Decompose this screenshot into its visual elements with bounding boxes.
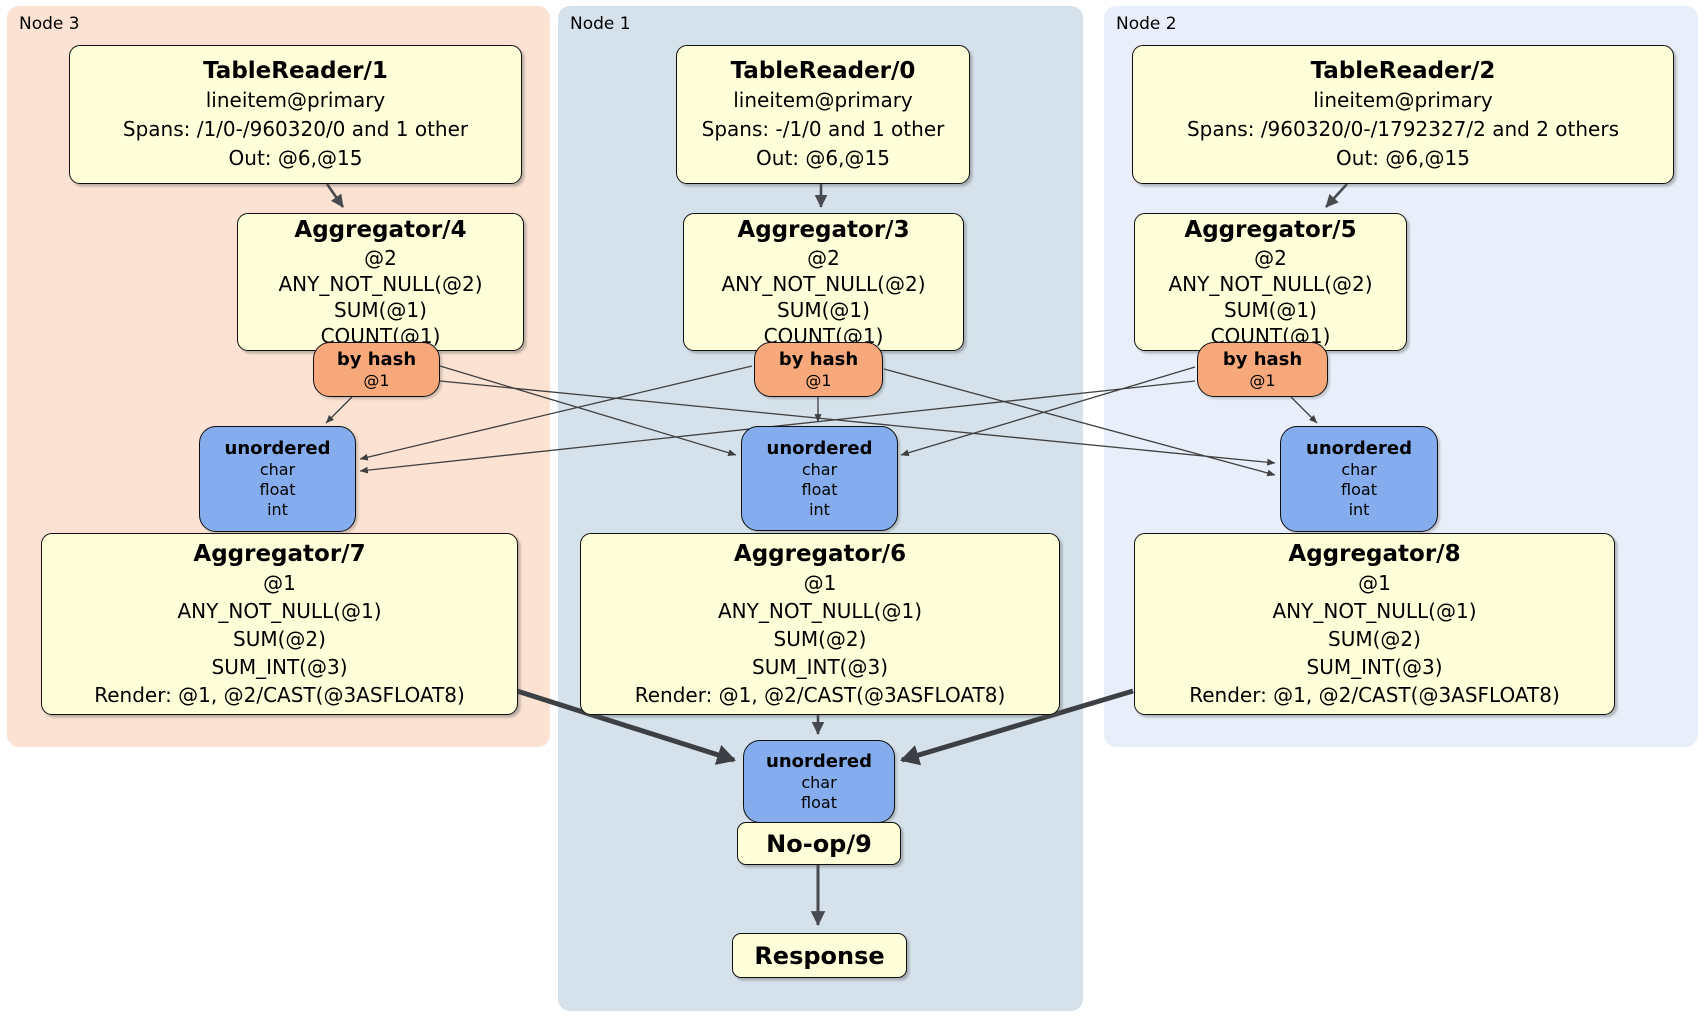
sync-line: int [267, 500, 288, 519]
router-title: by hash [778, 348, 859, 370]
box-line: ANY_NOT_NULL(@1) [1272, 599, 1477, 623]
router-line: @1 [363, 370, 390, 390]
aggregator-8-box: Aggregator/8 @1 ANY_NOT_NULL(@1) SUM(@2)… [1134, 533, 1615, 715]
box-line: Out: @6,@15 [228, 146, 363, 170]
aggregator-6-box: Aggregator/6 @1 ANY_NOT_NULL(@1) SUM(@2)… [580, 533, 1060, 715]
box-line: ANY_NOT_NULL(@1) [718, 599, 922, 623]
aggregator-7-box: Aggregator/7 @1 ANY_NOT_NULL(@1) SUM(@2)… [41, 533, 518, 715]
box-line: lineitem@primary [733, 88, 913, 112]
box-line: @1 [1358, 571, 1391, 595]
router-title: by hash [336, 348, 417, 370]
sync-line: char [801, 772, 837, 792]
box-title: No-op/9 [766, 829, 872, 858]
sync-line: float [1341, 480, 1377, 499]
box-line: @2 [807, 246, 840, 270]
box-line: SUM(@2) [1328, 627, 1421, 651]
tablereader-2-box: TableReader/2 lineitem@primary Spans: /9… [1132, 45, 1674, 184]
router-line: @1 [1249, 370, 1276, 390]
reader-to-aggregator-arrows [325, 183, 1348, 208]
by-hash-router-node1: by hash @1 [754, 342, 883, 397]
box-line: ANY_NOT_NULL(@1) [177, 599, 382, 623]
sync-line: float [259, 480, 296, 499]
sync-line: char [801, 459, 838, 479]
box-title: TableReader/2 [1310, 58, 1496, 84]
box-line: @2 [364, 246, 397, 270]
box-line: Out: @6,@15 [756, 146, 890, 170]
box-line: Spans: -/1/0 and 1 other [701, 117, 945, 141]
box-line: @1 [803, 571, 837, 595]
box-line: Render: @1, @2/CAST(@3ASFLOAT8) [94, 683, 465, 707]
box-title: TableReader/1 [203, 58, 388, 84]
unordered-sync-node1: unordered char float int [741, 426, 898, 531]
box-line: Out: @6,@15 [1336, 146, 1470, 170]
box-line: SUM_INT(@3) [211, 655, 348, 679]
sync-line: char [1341, 460, 1377, 479]
box-title: Aggregator/3 [737, 217, 910, 243]
box-line: SUM(@2) [233, 627, 326, 651]
box-line: Spans: /1/0-/960320/0 and 1 other [122, 117, 469, 141]
node1-label: Node 1 [570, 14, 631, 34]
unordered-sync-output: unordered char float [743, 740, 895, 823]
box-line: SUM(@1) [1224, 298, 1317, 322]
box-line: SUM_INT(@3) [752, 655, 888, 679]
unordered-sync-node2: unordered char float int [1280, 426, 1438, 532]
box-line: SUM(@1) [334, 298, 427, 322]
sync-line: int [1348, 500, 1370, 519]
box-title: TableReader/0 [730, 58, 916, 84]
noop-box: No-op/9 [737, 822, 901, 865]
aggregator-3-box: Aggregator/3 @2 ANY_NOT_NULL(@2) SUM(@1)… [683, 213, 964, 351]
box-line: ANY_NOT_NULL(@2) [1168, 272, 1373, 296]
sync-line: int [809, 499, 830, 519]
sync-title: unordered [766, 750, 872, 772]
box-line: SUM(@2) [773, 627, 867, 651]
box-line: Render: @1, @2/CAST(@3ASFLOAT8) [1189, 683, 1560, 707]
box-title: Aggregator/6 [733, 541, 907, 567]
box-line: @1 [263, 571, 296, 595]
aggregator-to-output-arrows [516, 688, 1134, 766]
router-title: by hash [1222, 348, 1303, 370]
box-title: Aggregator/4 [294, 217, 467, 243]
unordered-sync-node3: unordered char float int [199, 426, 356, 532]
sync-title: unordered [224, 438, 331, 459]
box-line: ANY_NOT_NULL(@2) [278, 272, 483, 296]
box-line: Spans: /960320/0-/1792327/2 and 2 others [1186, 117, 1619, 141]
box-title: Aggregator/5 [1184, 217, 1357, 243]
box-line: Render: @1, @2/CAST(@3ASFLOAT8) [634, 683, 1006, 707]
box-title: Aggregator/7 [193, 541, 366, 567]
node2-label: Node 2 [1116, 14, 1177, 34]
box-line: lineitem@primary [1313, 88, 1493, 112]
box-title: Aggregator/8 [1288, 541, 1461, 567]
sync-title: unordered [766, 437, 873, 459]
node3-label: Node 3 [19, 14, 80, 34]
tablereader-0-box: TableReader/0 lineitem@primary Spans: -/… [676, 45, 970, 184]
response-box: Response [732, 933, 907, 978]
by-hash-router-node2: by hash @1 [1197, 342, 1328, 397]
box-line: SUM_INT(@3) [1306, 655, 1443, 679]
aggregator-4-box: Aggregator/4 @2 ANY_NOT_NULL(@2) SUM(@1)… [237, 213, 524, 351]
sync-line: char [259, 460, 296, 479]
sync-title: unordered [1306, 438, 1412, 459]
aggregator-5-box: Aggregator/5 @2 ANY_NOT_NULL(@2) SUM(@1)… [1134, 213, 1407, 351]
sync-line: float [801, 792, 837, 812]
box-line: SUM(@1) [777, 298, 870, 322]
box-title: Response [754, 941, 885, 970]
by-hash-router-node3: by hash @1 [313, 342, 440, 397]
tablereader-1-box: TableReader/1 lineitem@primary Spans: /1… [69, 45, 522, 184]
sync-line: float [801, 479, 838, 499]
router-line: @1 [805, 370, 832, 390]
box-line: ANY_NOT_NULL(@2) [721, 272, 926, 296]
box-line: lineitem@primary [205, 88, 386, 112]
box-line: @2 [1254, 246, 1287, 270]
